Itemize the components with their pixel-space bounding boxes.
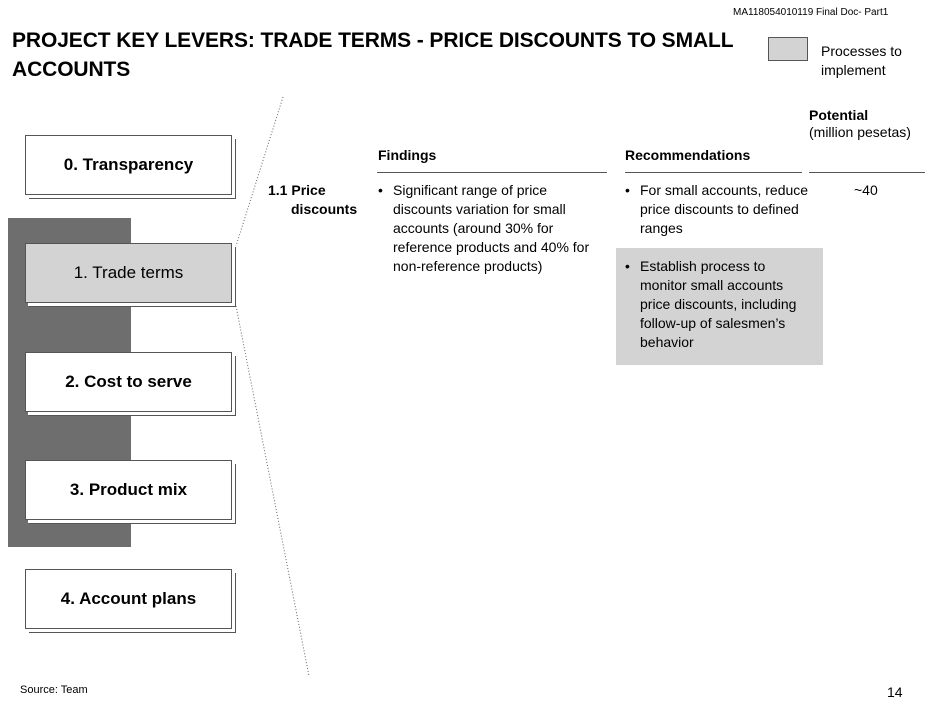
lever-label: 2. Cost to serve (65, 372, 192, 391)
lever-trade-terms[interactable]: 1. Trade terms (25, 243, 232, 303)
lever-label: 1. Trade terms (73, 263, 184, 282)
recommendation-item: • Establish process to monitor small acc… (625, 257, 815, 352)
recommendations-rule (625, 172, 802, 173)
finding-item: • Significant range of price discounts v… (378, 181, 600, 276)
process-highlight (616, 248, 823, 365)
legend-label: Processes to implement (821, 43, 902, 78)
findings-rule (377, 172, 607, 173)
finding-text: Significant range of price discounts var… (393, 182, 590, 274)
bullet-icon: • (625, 258, 630, 274)
row-label: 1.1 Price discounts (268, 181, 357, 219)
potential-value: ~40 (854, 182, 878, 198)
potential-header: Potential (million pesetas) (809, 107, 919, 141)
recommendation-text: Establish process to monitor small accou… (640, 258, 797, 350)
row-label-line2: discounts (291, 201, 358, 217)
lever-cost-to-serve[interactable]: 2. Cost to serve (25, 352, 232, 412)
findings-header: Findings (378, 147, 437, 163)
lever-account-plans[interactable]: 4. Account plans (25, 569, 232, 629)
row-label-line1: 1.1 Price (268, 182, 326, 198)
page-number: 14 (887, 684, 903, 700)
recommendation-item: • For small accounts, reduce price disco… (625, 181, 810, 238)
bullet-icon: • (378, 182, 383, 198)
page-title: PROJECT KEY LEVERS: TRADE TERMS - PRICE … (12, 29, 734, 81)
document-id: MA118054010119 Final Doc- Part1 (733, 7, 889, 18)
potential-unit: (million pesetas) (809, 124, 911, 140)
lever-label: 4. Account plans (60, 589, 197, 608)
lever-transparency[interactable]: 0. Transparency (25, 135, 232, 195)
potential-rule (809, 172, 925, 173)
lever-product-mix[interactable]: 3. Product mix (25, 460, 232, 520)
recommendations-header: Recommendations (625, 147, 751, 163)
legend-swatch (768, 37, 808, 61)
recommendation-text: For small accounts, reduce price discoun… (640, 182, 809, 236)
source-note: Source: Team (20, 684, 88, 696)
lever-label: 0. Transparency (63, 155, 194, 174)
potential-title: Potential (809, 107, 869, 123)
lever-label: 3. Product mix (69, 480, 188, 499)
bullet-icon: • (625, 182, 630, 198)
